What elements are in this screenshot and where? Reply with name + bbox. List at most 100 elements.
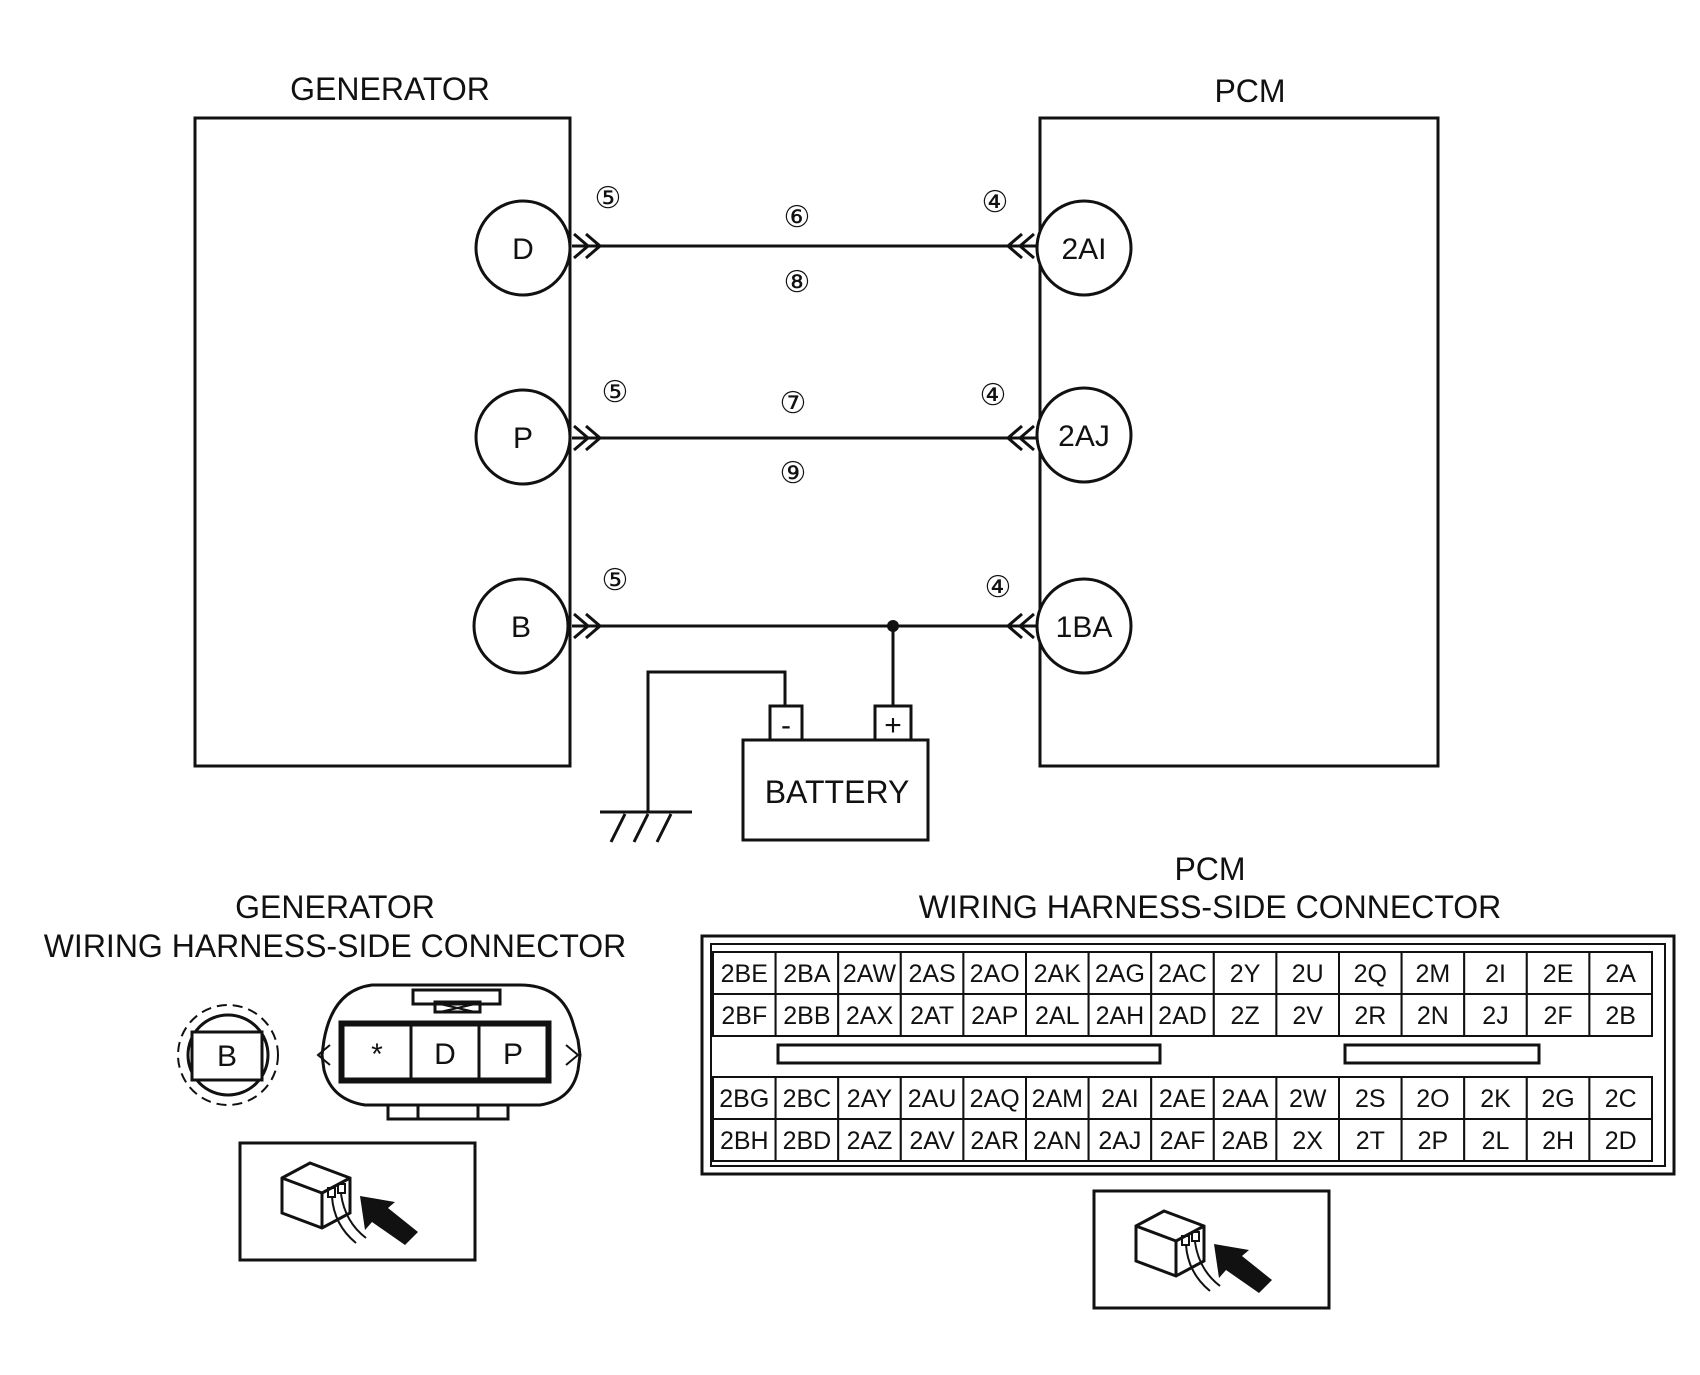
- pcm-title: PCM: [1214, 73, 1285, 109]
- pcm-cell-2az: 2AZ: [847, 1127, 893, 1155]
- ground-icon: [600, 810, 692, 843]
- pcm-cell-2t: 2T: [1356, 1127, 1385, 1155]
- wire-number-7: ⑦: [780, 387, 807, 420]
- gen-connector-number-d: ⑤: [595, 182, 622, 215]
- gen-cell-p: P: [503, 1038, 523, 1071]
- pcm-cell-2au: 2AU: [908, 1085, 957, 1113]
- pcm-cell-2ak: 2AK: [1034, 960, 1082, 988]
- pcm-cell-2q: 2Q: [1354, 960, 1387, 988]
- pcm-cell-2ad: 2AD: [1158, 1002, 1207, 1030]
- gen-cell-d: D: [434, 1038, 456, 1071]
- pcm-cell-2af: 2AF: [1160, 1127, 1206, 1155]
- gen-connector-number-p: ⑤: [602, 376, 629, 409]
- pcm-cell-border: [1150, 951, 1215, 995]
- pcm-cell-2ab: 2AB: [1221, 1127, 1268, 1155]
- pcm-cell-2e: 2E: [1543, 960, 1574, 988]
- pcm-cell-border: [1588, 993, 1654, 1037]
- pcm-cell-2bc: 2BC: [783, 1085, 832, 1113]
- pcm-cell-2h: 2H: [1542, 1127, 1574, 1155]
- pcm-cell-2p: 2P: [1418, 1127, 1449, 1155]
- pcm-cell-border: [1338, 1076, 1403, 1120]
- pcm-cell-2o: 2O: [1416, 1085, 1449, 1113]
- svg-text:P: P: [513, 422, 533, 455]
- pcm-cell-2bg: 2BG: [719, 1085, 769, 1113]
- gen-b-terminal-connector: B: [177, 1004, 279, 1106]
- pcm-cell-2ar: 2AR: [970, 1127, 1019, 1155]
- pcm-cell-2bb: 2BB: [783, 1002, 830, 1030]
- pcm-cell-border: [1275, 1118, 1341, 1162]
- pcm-cell-2av: 2AV: [909, 1127, 955, 1155]
- pcm-cell-border: [837, 1118, 902, 1162]
- gen-3pin-connector: * D P: [316, 983, 582, 1121]
- pcm-cell-2be: 2BE: [721, 960, 768, 988]
- pcm-cell-border: [774, 1076, 840, 1120]
- pcm-cell-border: [1588, 951, 1654, 995]
- pcm-cell-2bf: 2BF: [721, 1002, 767, 1030]
- generator-pin-d: D: [474, 199, 572, 297]
- pcm-cell-border: [1588, 1076, 1654, 1120]
- pcm-cell-border: [837, 993, 902, 1037]
- wire-number-9: ⑨: [780, 457, 807, 490]
- pcm-cell-2ai: 2AI: [1101, 1085, 1139, 1113]
- pcm-cell-2at: 2AT: [910, 1002, 954, 1030]
- pcm-cell-2ay: 2AY: [847, 1085, 893, 1113]
- pcm-cell-border: [712, 951, 777, 995]
- pcm-cell-2bh: 2BH: [720, 1127, 769, 1155]
- svg-text:B: B: [217, 1040, 237, 1073]
- gen-connector-title-2: WIRING HARNESS-SIDE CONNECTOR: [44, 928, 627, 964]
- pcm-view-direction-icon: [1092, 1189, 1331, 1310]
- battery-minus-label: -: [781, 709, 791, 742]
- pcm-cell-2aj: 2AJ: [1098, 1127, 1141, 1155]
- pcm-cell-border: [1400, 993, 1466, 1037]
- pcm-connector-chevrons: [1005, 232, 1035, 640]
- pcm-cell-2m: 2M: [1416, 960, 1451, 988]
- pcm-connector-title-2: WIRING HARNESS-SIDE CONNECTOR: [919, 889, 1502, 925]
- gen-cell-asterisk: *: [371, 1038, 383, 1071]
- pcm-cell-border: [1400, 1076, 1466, 1120]
- wire-number-8: ⑧: [784, 266, 811, 299]
- battery-plus-label: +: [884, 709, 902, 742]
- svg-text:2AI: 2AI: [1061, 233, 1106, 266]
- pcm-cell-border: [1463, 951, 1528, 995]
- pcm-cell-2u: 2U: [1292, 960, 1324, 988]
- battery-label: BATTERY: [765, 774, 910, 810]
- pcm-cell-border: [899, 1118, 965, 1162]
- pcm-cell-2ap: 2AP: [971, 1002, 1018, 1030]
- pcm-cell-2aq: 2AQ: [970, 1085, 1020, 1113]
- pcm-cell-border: [774, 951, 840, 995]
- pcm-cell-border: [962, 993, 1028, 1037]
- pcm-cell-2as: 2AS: [908, 960, 955, 988]
- arrow-icon: [360, 1196, 418, 1245]
- pcm-cell-border: [837, 1076, 902, 1120]
- pcm-cell-2ax: 2AX: [846, 1002, 894, 1030]
- pcm-cell-border: [712, 1118, 777, 1162]
- pcm-cell-border: [1150, 1076, 1215, 1120]
- svg-text:B: B: [511, 611, 531, 644]
- gen-connector-chevrons: [573, 232, 603, 640]
- pcm-cell-2aa: 2AA: [1221, 1085, 1269, 1113]
- pcm-cell-2ae: 2AE: [1159, 1085, 1206, 1113]
- pcm-cell-2ah: 2AH: [1096, 1002, 1145, 1030]
- pcm-pin-2aj: 2AJ: [1035, 386, 1133, 484]
- pcm-cell-border: [1338, 1118, 1403, 1162]
- pcm-cell-border: [1212, 1118, 1278, 1162]
- pcm-connector-title-1: PCM: [1174, 851, 1245, 887]
- pcm-arrow-icon: [1214, 1244, 1272, 1293]
- pcm-cell-border: [1087, 951, 1153, 995]
- view-direction-icon: [238, 1141, 477, 1262]
- pcm-cell-2al: 2AL: [1035, 1002, 1080, 1030]
- pcm-connector-slot-left: [776, 1043, 1162, 1065]
- pcm-cell-2v: 2V: [1292, 1002, 1323, 1030]
- pcm-cell-border: [774, 1118, 840, 1162]
- pcm-cell-2l: 2L: [1482, 1127, 1510, 1155]
- pcm-cell-2r: 2R: [1354, 1002, 1386, 1030]
- pcm-pin-1ba: 1BA: [1035, 577, 1133, 675]
- pcm-cell-border: [1212, 993, 1278, 1037]
- pcm-cell-2k: 2K: [1480, 1085, 1511, 1113]
- generator-title: GENERATOR: [290, 71, 490, 107]
- pcm-cell-2z: 2Z: [1231, 1002, 1260, 1030]
- pcm-cell-border: [1087, 993, 1153, 1037]
